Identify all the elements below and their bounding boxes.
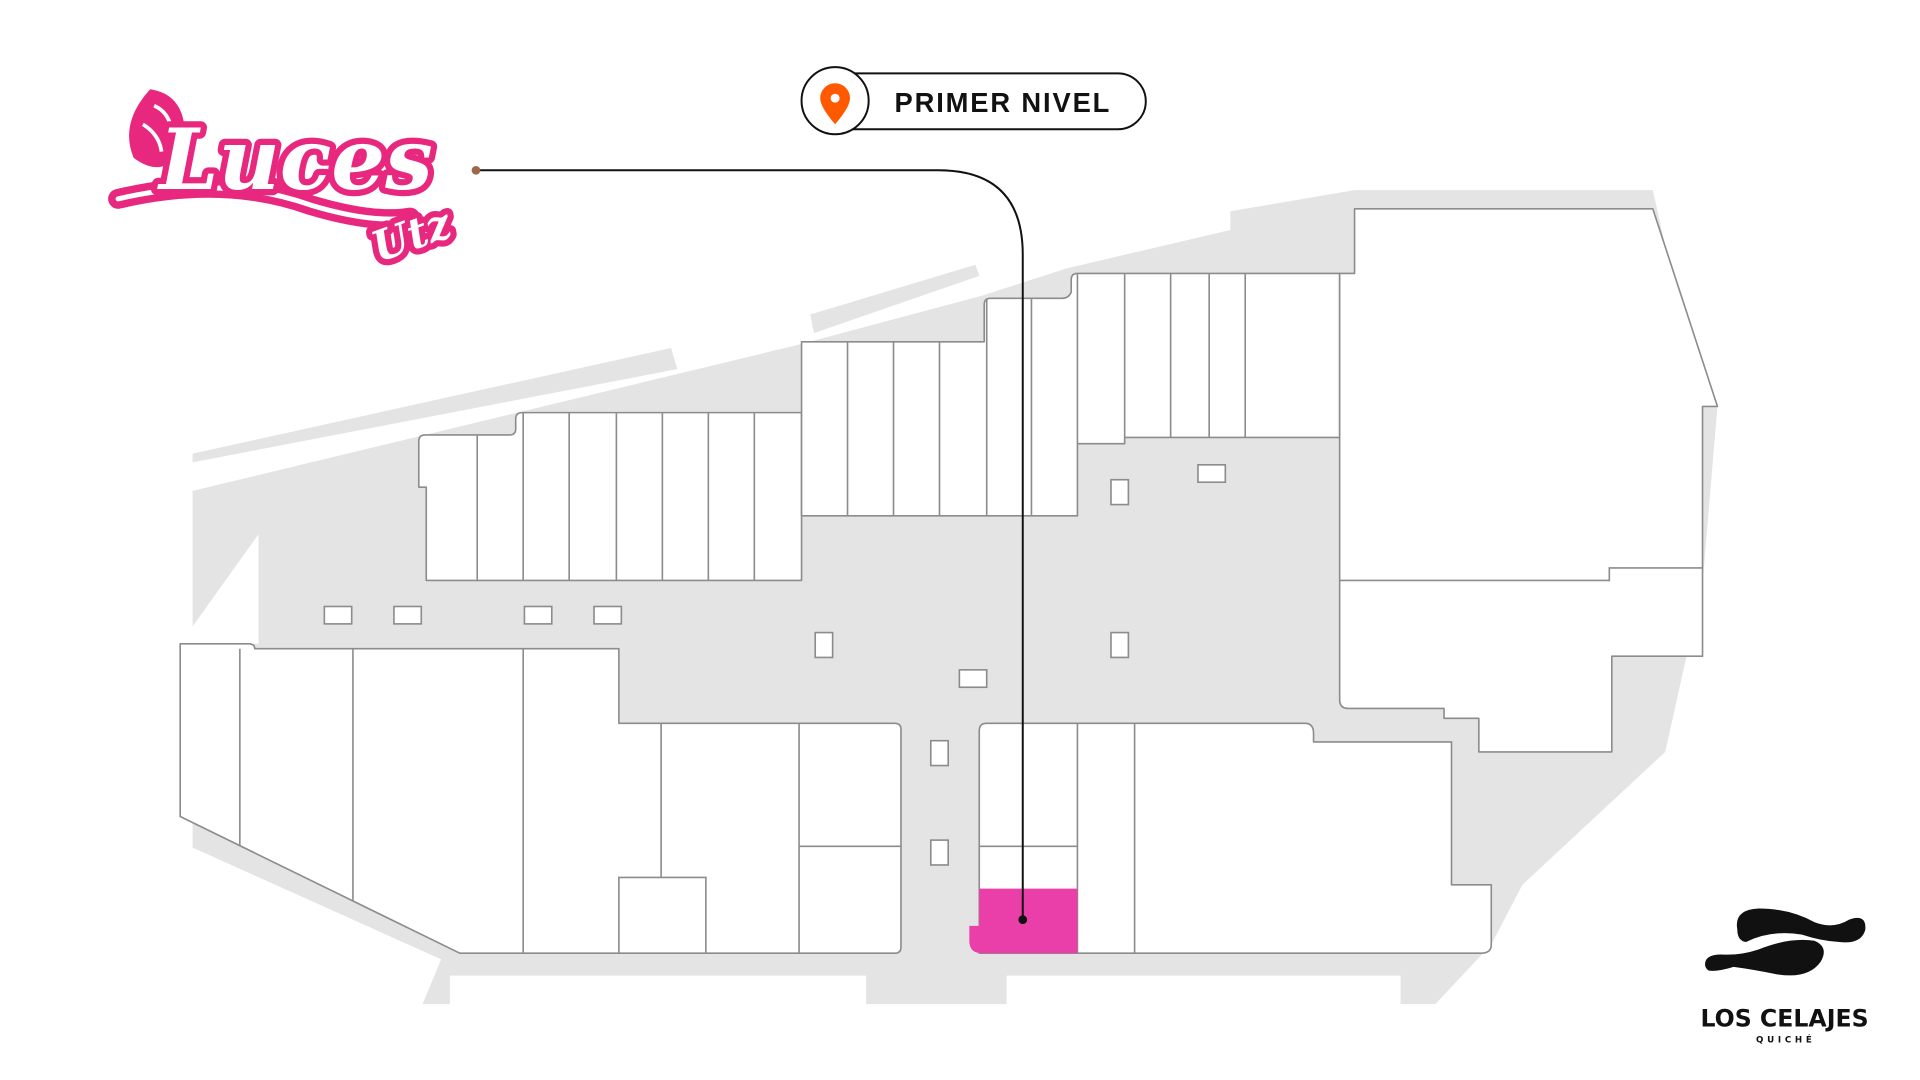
logo-anchor-dot: [471, 165, 481, 175]
logo-title: Luces: [157, 110, 433, 209]
stores-right: [1338, 208, 1719, 753]
stores-bottom-left: [179, 642, 902, 955]
stores-top-middle: [800, 272, 1341, 517]
map-pin-icon: [820, 83, 851, 125]
butterfly-icon: [129, 89, 185, 167]
common-area: [180, 534, 259, 644]
mall-name: LOS CELAJES: [1700, 1005, 1868, 1033]
location-connector: [471, 165, 1028, 924]
cloud-icon: [1736, 908, 1866, 943]
mall-location: QUICHÉ: [1756, 1034, 1816, 1046]
stores-top-left: [417, 411, 803, 582]
stores-bottom-middle: [969, 722, 1493, 955]
level-indicator[interactable]: PRIMER NIVEL: [800, 66, 1147, 136]
luces-utz-logo: Luces Utz: [108, 89, 465, 278]
level-label: PRIMER NIVEL: [895, 87, 1112, 118]
los-celajes-logo: LOS CELAJES QUICHÉ: [1700, 908, 1869, 1046]
kiosks: [323, 464, 1227, 866]
location-dot: [1018, 915, 1028, 924]
